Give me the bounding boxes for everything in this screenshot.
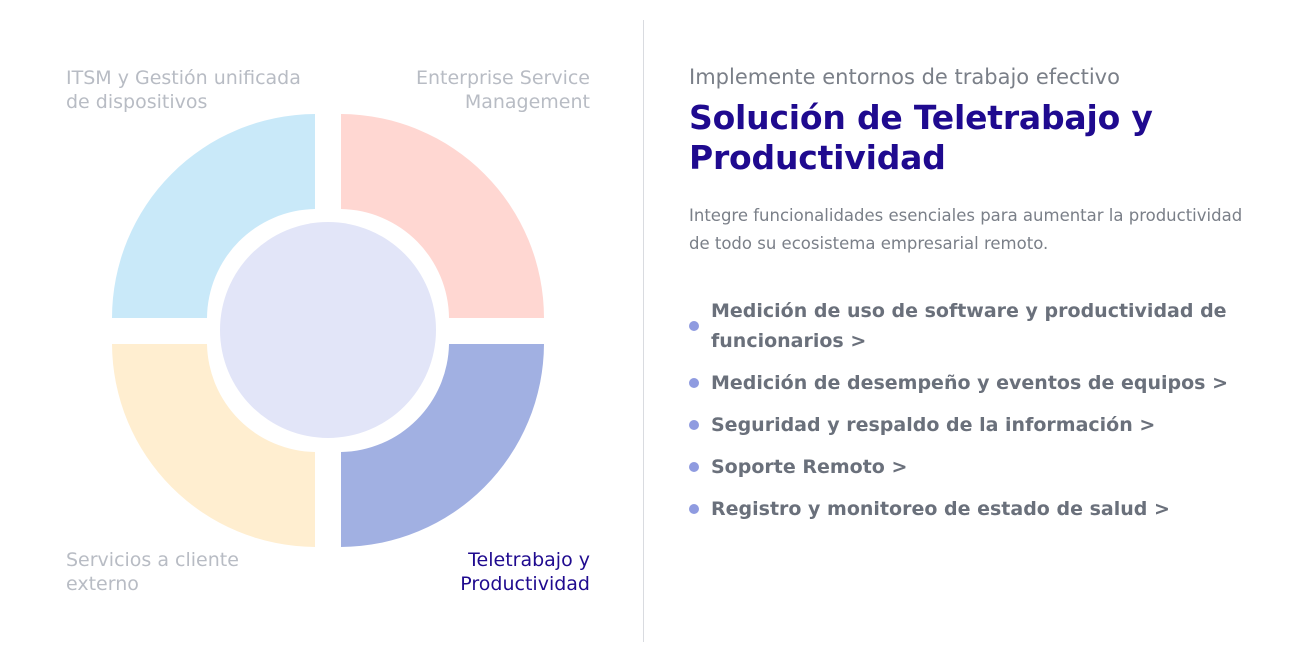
feature-link-label: Medición de uso de software y productivi… <box>711 300 1227 352</box>
quadrant-label-teletrabajo-line1: Teletrabajo y <box>468 549 590 571</box>
quadrant-label-itsm-line2: de dispositivos <box>66 91 208 113</box>
wheel-center <box>220 222 436 438</box>
quadrant-label-esm[interactable]: Enterprise Service Management <box>416 66 590 114</box>
quadrant-teletrabajo[interactable] <box>341 344 544 547</box>
feature-link-seguridad[interactable]: Seguridad y respaldo de la información > <box>689 410 1231 440</box>
quadrant-label-teletrabajo[interactable]: Teletrabajo y Productividad <box>460 548 590 596</box>
feature-link-label: Medición de desempeño y eventos de equip… <box>711 372 1229 394</box>
feature-link-registro-salud[interactable]: Registro y monitoreo de estado de salud … <box>689 494 1231 524</box>
quadrant-esm[interactable] <box>341 114 544 318</box>
feature-list: Medición de uso de software y productivi… <box>689 296 1269 524</box>
quadrant-label-teletrabajo-line2: Productividad <box>460 573 590 595</box>
feature-link-label: Seguridad y respaldo de la información > <box>711 414 1156 436</box>
solution-title: Solución de Teletrabajo y Productividad <box>689 98 1153 177</box>
feature-link-soporte-remoto[interactable]: Soporte Remoto > <box>689 452 1231 482</box>
quadrant-label-servicios-line1: Servicios a cliente <box>66 549 239 571</box>
bullet-dot-icon <box>689 462 699 472</box>
feature-link-label: Registro y monitoreo de estado de salud … <box>711 498 1170 520</box>
bullet-dot-icon <box>689 504 699 514</box>
solution-content: Implemente entornos de trabajo efectivo … <box>689 62 1269 536</box>
bullet-dot-icon <box>689 420 699 430</box>
quadrant-label-itsm[interactable]: ITSM y Gestión unificada de dispositivos <box>66 66 301 114</box>
bullet-dot-icon <box>689 321 699 331</box>
quadrant-servicios[interactable] <box>112 344 315 547</box>
solution-description: Integre funcionalidades esenciales para … <box>689 206 1243 253</box>
eyebrow-text: Implemente entornos de trabajo efectivo <box>689 65 1120 89</box>
quadrant-label-esm-line2: Management <box>464 91 590 113</box>
quadrant-itsm[interactable] <box>112 114 315 318</box>
quadrant-label-esm-line1: Enterprise Service <box>416 67 590 89</box>
vertical-divider <box>643 20 644 642</box>
quadrant-label-servicios-line2: externo <box>66 573 139 595</box>
bullet-dot-icon <box>689 378 699 388</box>
feature-link-medicion-software[interactable]: Medición de uso de software y productivi… <box>689 296 1231 356</box>
solutions-wheel <box>112 114 544 547</box>
feature-link-label: Soporte Remoto > <box>711 456 908 478</box>
quadrant-label-itsm-line1: ITSM y Gestión unificada <box>66 67 301 89</box>
feature-link-medicion-desempeno[interactable]: Medición de desempeño y eventos de equip… <box>689 368 1231 398</box>
quadrant-label-servicios[interactable]: Servicios a cliente externo <box>66 548 239 596</box>
